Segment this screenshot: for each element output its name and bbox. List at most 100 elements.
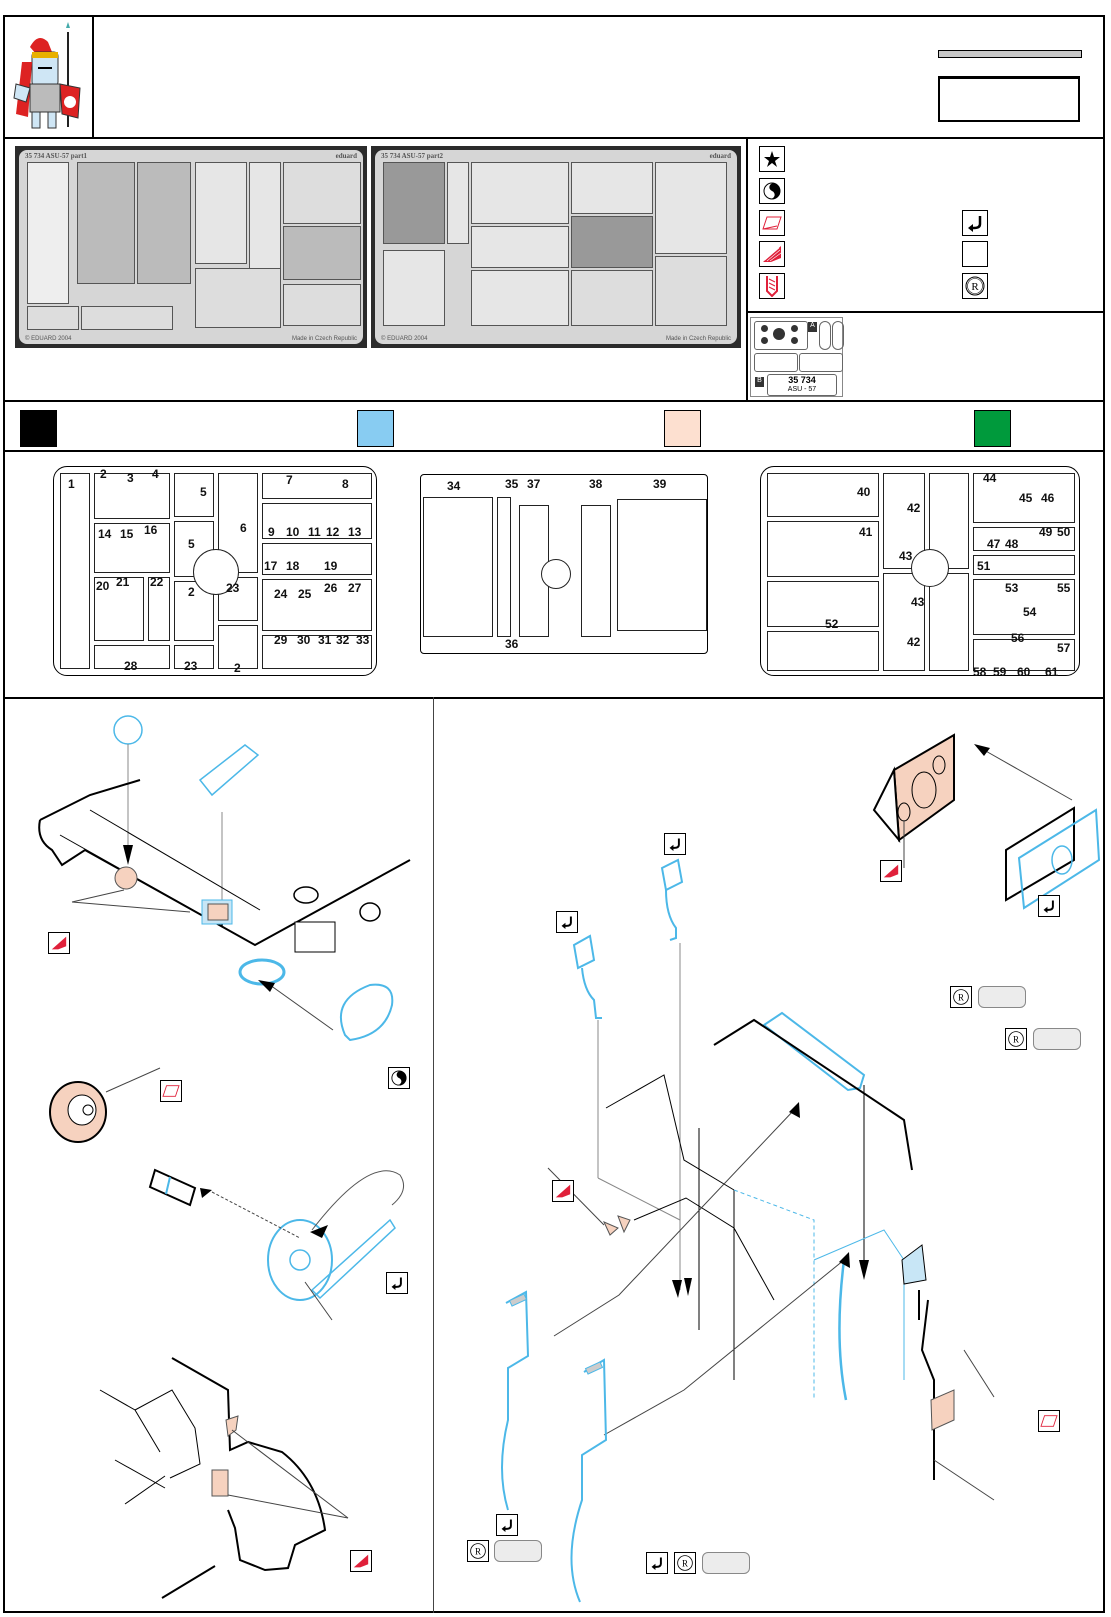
svg-text:R: R [971,281,979,293]
legend-blank-square-icon [962,241,988,267]
divider-frets [3,400,1105,402]
part-number: 2 [100,467,107,481]
pe-pedal [572,934,596,970]
sprue-part-57-61 [973,639,1075,671]
knight-mascot-icon [13,22,81,129]
tag-oval [832,321,844,350]
part-number: 43 [911,595,925,609]
part-number: 30 [297,633,311,647]
part-number: 61 [1045,665,1059,679]
yin-yang-callout-icon [388,1067,410,1089]
fret-copyright: © EDUARD 2004 [381,336,428,342]
part-number: 1 [68,477,75,491]
sprue-b: 34 35 36 37 38 39 [420,474,708,654]
fret-photo-part2: 35 734 ASU-57 part2 eduard © EDUARD 2004… [371,146,741,348]
svg-text:R: R [682,1558,688,1568]
pe-side-panel [838,1259,848,1401]
svg-text:R: R [1013,1034,1019,1044]
knight-logo [8,22,88,132]
divider-steps [433,697,434,1613]
part-number: 47 [987,537,1001,551]
sprue-cell [174,645,214,669]
sprue-wheels [883,473,925,569]
fret-part [571,216,653,268]
sprue-cell [218,625,258,669]
tag-gauge-panel [754,321,808,350]
part-number: 55 [1057,581,1071,595]
pe-floor-plate [762,1011,866,1092]
part-number: 8 [342,477,349,491]
bend-arrow-callout-icon [496,1514,518,1536]
fret-part [471,270,569,326]
sprue-cell [262,543,372,575]
fret-label: 35 734 ASU-57 part1 [25,152,88,160]
tag-code: 35 734 [788,375,816,385]
legend-registered-icon: R [962,273,988,299]
swatch-light-blue [357,410,394,447]
divider-header [3,137,1105,139]
part-number: 13 [348,525,362,539]
legend-hatched-plane-icon [759,241,785,267]
fret-part [571,270,653,326]
sprue-part-39 [617,499,707,631]
part-number: 48 [1005,537,1019,551]
page-frame [3,15,1105,1613]
parallelogram-callout-icon [1038,1410,1060,1432]
resin-part-ref [1033,1028,1081,1050]
sprue-cell [262,473,372,499]
part-number: 18 [286,559,300,573]
fret-part [27,162,69,304]
legend-star-icon [759,146,785,172]
sprue-wheels [929,573,969,671]
divider-swatches [3,450,1105,452]
fret-part [283,284,361,326]
legend-yin-yang-icon [759,178,785,204]
hatched-plane-callout-icon [48,932,70,954]
part-number: 50 [1057,525,1071,539]
fret-part [471,162,569,224]
sprue-part-35-36 [497,497,511,637]
sprue-part-44-46 [973,473,1075,523]
fret-part [249,162,281,284]
pe-plate [198,744,260,797]
fret-label: 35 734 ASU-57 part2 [381,152,444,160]
part-number: 59 [993,665,1007,679]
part-number: 57 [1057,641,1071,655]
pe-pedal [660,858,684,892]
sprue-part-41 [767,521,879,577]
sprue-wheels [883,573,925,671]
sprue-cell [262,635,372,669]
sprue-cell [262,579,372,631]
resin-part-ref [978,986,1026,1008]
sprue-part-47-50 [973,527,1075,551]
pe-disc [113,715,143,745]
sprue-c: 40 41 42 42 43 43 44 45 46 47 48 49 50 5… [760,466,1080,679]
part-number: 51 [977,559,991,573]
sprue-part-34 [423,497,493,637]
sprue-cell [174,581,214,641]
fret-part [195,268,281,328]
fret-part [571,162,653,214]
fret-part [283,226,361,280]
tag-oval [819,321,831,350]
part-number: 37 [527,477,541,491]
part-number: 20 [96,579,110,593]
swatch-black [20,410,57,447]
part-number: 42 [907,635,921,649]
part-number: 46 [1041,491,1055,505]
part-number: 14 [98,527,112,541]
hatched-plane-callout-icon [350,1550,372,1572]
divider-logo [92,15,94,139]
fret-part [655,256,727,326]
fret-part [77,162,135,284]
part-number: 10 [286,525,300,539]
part-number: 29 [274,633,288,647]
legend-bend-arrow-icon [962,210,988,236]
tag-blank [799,353,843,372]
swatch-green [974,410,1011,447]
sprue-cell [262,503,372,539]
fret-origin: Made in Czech Republic [665,336,731,342]
tag-marker-a: A [808,322,817,332]
resin-disc [114,866,138,890]
hatched-plane-callout-icon [552,1180,574,1202]
